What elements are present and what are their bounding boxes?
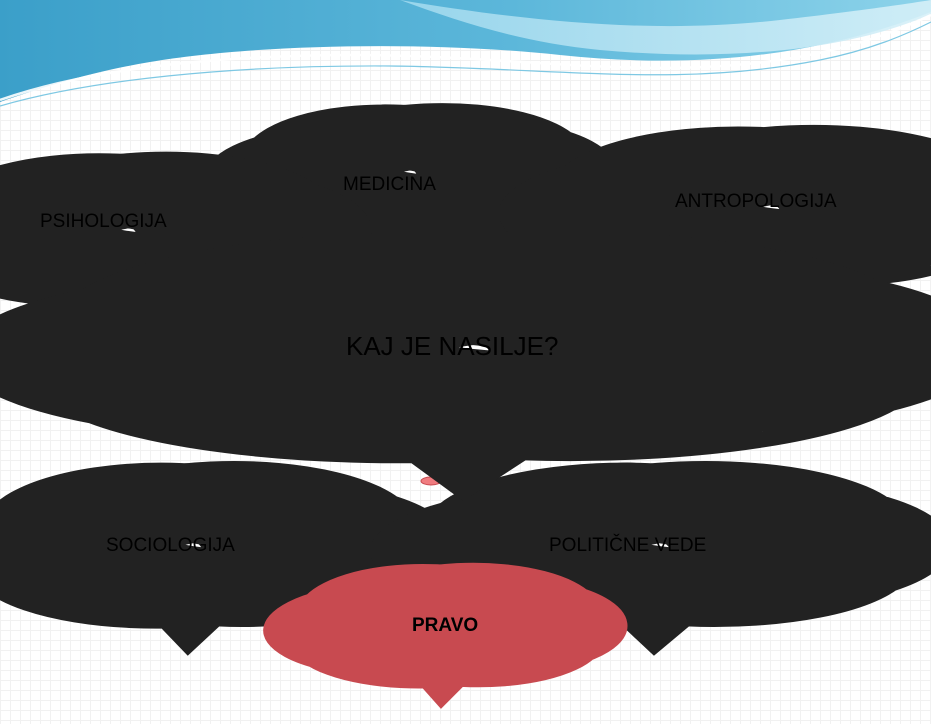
label-center-question: KAJ JE NASILJE? xyxy=(346,331,559,361)
label-medicina: MEDICINA xyxy=(343,174,436,195)
label-sociologija: SOCIOLOGIJA xyxy=(106,535,235,556)
label-politicne-vede: POLITIČNE VEDE xyxy=(549,535,707,556)
label-psihologija: PSIHOLOGIJA xyxy=(40,211,167,232)
label-pravo: PRAVO xyxy=(412,615,479,636)
header-wave-banner xyxy=(0,0,931,107)
label-antropologija: ANTROPOLOGIJA xyxy=(675,191,837,212)
